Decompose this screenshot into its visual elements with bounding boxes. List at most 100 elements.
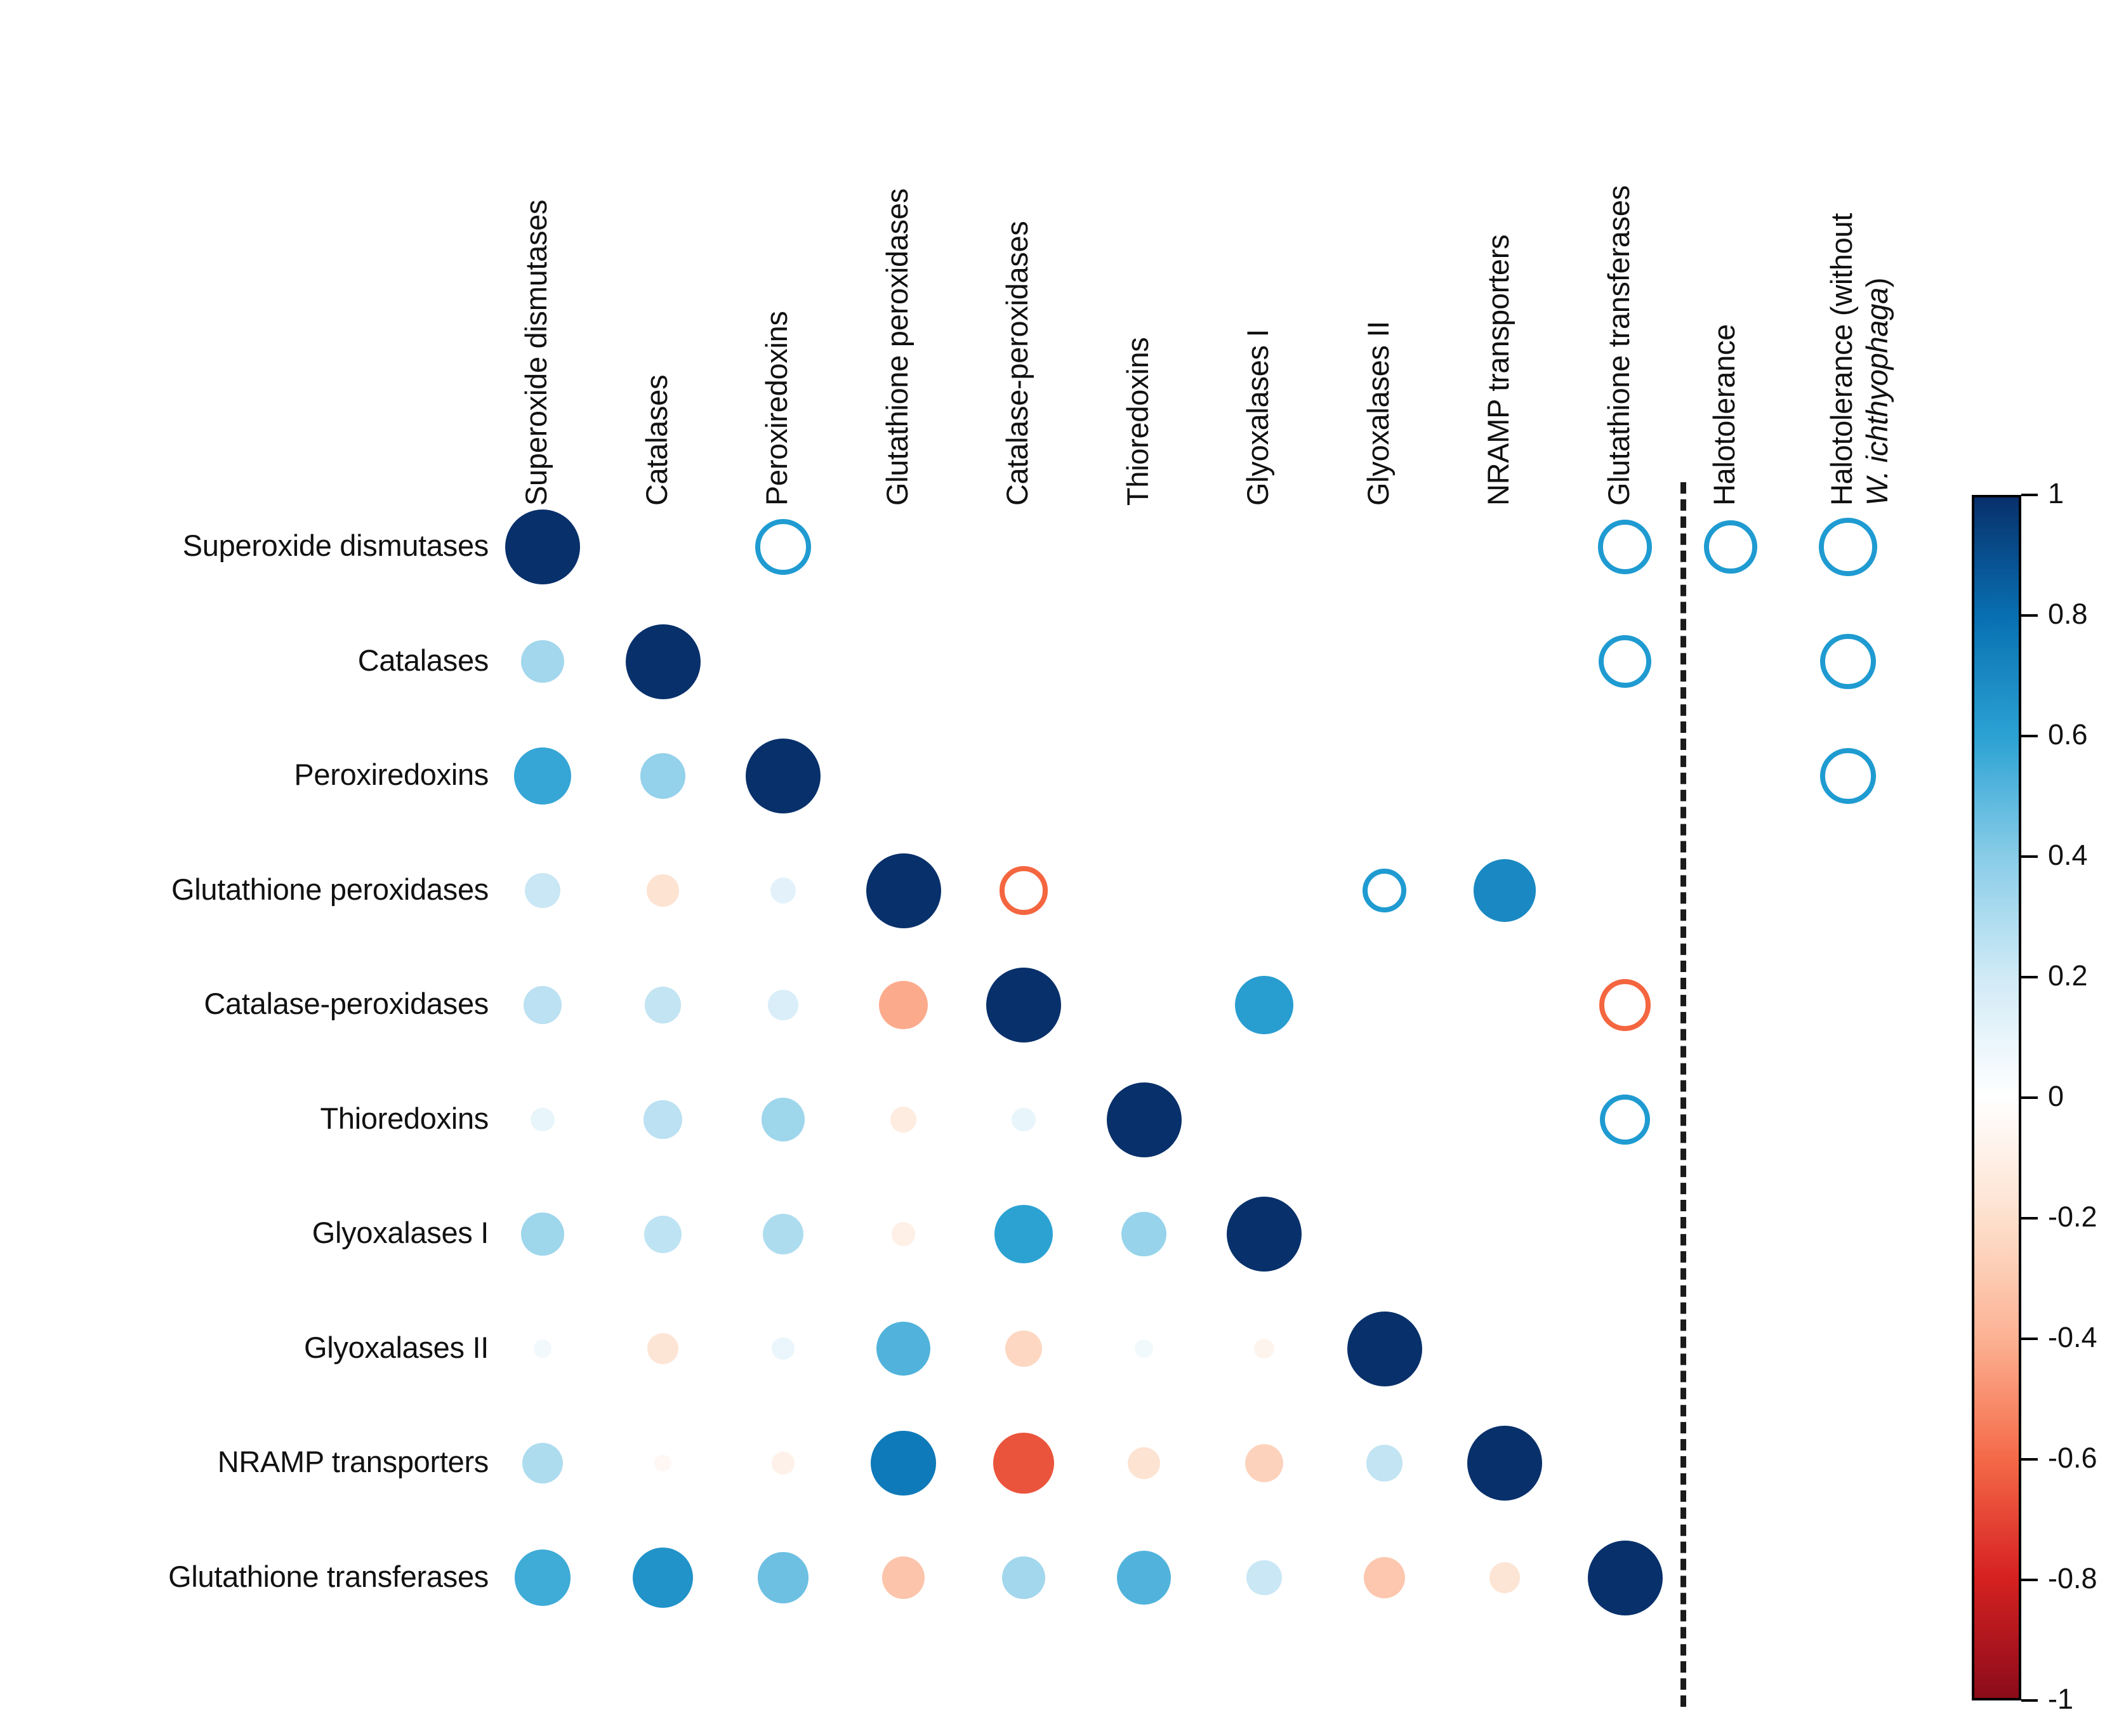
colorbar-tick-label-8: -0.6 bbox=[2048, 1442, 2097, 1474]
matrix-cell-r9-c9 bbox=[1587, 1540, 1663, 1615]
colorbar-tick-0 bbox=[2021, 494, 2038, 496]
matrix-cell-r5-c5 bbox=[1106, 1082, 1182, 1157]
matrix-cell-r9-c6 bbox=[1246, 1560, 1282, 1596]
matrix-cell-r3-c7 bbox=[1362, 868, 1407, 913]
matrix-cell-r8-c0 bbox=[522, 1442, 564, 1484]
matrix-cell-r3-c4 bbox=[999, 866, 1048, 915]
matrix-cell-r7-c3 bbox=[876, 1321, 931, 1376]
matrix-cell-r9-c4 bbox=[1002, 1556, 1045, 1600]
section-divider-dashed-line bbox=[1680, 482, 1686, 1707]
column-label-3: Glutathione peroxidases bbox=[880, 188, 914, 506]
column-label-7: Glyoxalases II bbox=[1361, 321, 1395, 506]
matrix-cell-r5-c1 bbox=[644, 1100, 682, 1139]
matrix-cell-r0-c11 bbox=[1819, 518, 1877, 576]
matrix-cell-r2-c1 bbox=[640, 753, 686, 799]
matrix-cell-r4-c0 bbox=[523, 985, 562, 1025]
matrix-cell-r3-c3 bbox=[866, 853, 941, 928]
row-label-5: Thioredoxins bbox=[320, 1101, 489, 1135]
matrix-cell-r5-c2 bbox=[761, 1098, 805, 1141]
colorbar-tick-5 bbox=[2021, 1096, 2038, 1099]
matrix-cell-r6-c1 bbox=[644, 1215, 682, 1253]
matrix-cell-r8-c3 bbox=[871, 1430, 936, 1496]
matrix-cell-r6-c0 bbox=[520, 1212, 565, 1256]
matrix-cell-r2-c2 bbox=[746, 739, 821, 813]
colorbar-tick-label-6: -0.2 bbox=[2048, 1200, 2097, 1233]
colorbar-tick-9 bbox=[2021, 1579, 2038, 1581]
colorbar-gradient bbox=[1972, 495, 2021, 1700]
matrix-cell-r1-c1 bbox=[625, 624, 701, 699]
matrix-cell-r4-c9 bbox=[1599, 979, 1651, 1031]
column-label-6: Glyoxalases I bbox=[1241, 329, 1274, 506]
matrix-cell-r8-c1 bbox=[654, 1454, 671, 1472]
matrix-cell-r4-c2 bbox=[768, 990, 798, 1020]
column-label-halotolerance-without-species: W. ichthyophaga) bbox=[1859, 278, 1894, 506]
matrix-cell-r6-c2 bbox=[762, 1213, 804, 1255]
matrix-cell-r2-c0 bbox=[514, 747, 571, 805]
colorbar-tick-label-1: 0.8 bbox=[2048, 598, 2088, 630]
matrix-cell-r8-c7 bbox=[1366, 1445, 1403, 1482]
colorbar-tick-1 bbox=[2021, 614, 2038, 617]
column-label-8: NRAMP transporters bbox=[1481, 234, 1515, 506]
matrix-cell-r8-c6 bbox=[1244, 1443, 1284, 1483]
column-label-0: Superoxide dismutases bbox=[519, 199, 553, 506]
matrix-cell-r5-c4 bbox=[1012, 1107, 1036, 1132]
column-label-4: Catalase-peroxidases bbox=[1000, 221, 1034, 506]
column-label-5: Thioredoxins bbox=[1120, 337, 1154, 506]
column-label-1: Catalases bbox=[639, 374, 673, 506]
matrix-cell-r4-c4 bbox=[986, 968, 1061, 1042]
row-label-8: NRAMP transporters bbox=[217, 1445, 489, 1478]
colorbar-tick-7 bbox=[2021, 1338, 2038, 1340]
matrix-cell-r5-c3 bbox=[890, 1107, 916, 1133]
matrix-cell-r1-c9 bbox=[1598, 635, 1652, 688]
column-label-2: Peroxiredoxins bbox=[760, 311, 793, 506]
colorbar-tick-label-10: -1 bbox=[2048, 1683, 2074, 1715]
row-label-6: Glyoxalases I bbox=[312, 1216, 489, 1249]
row-label-1: Catalases bbox=[357, 643, 489, 677]
row-label-3: Glutathione peroxidases bbox=[171, 872, 489, 906]
colorbar-tick-label-4: 0.2 bbox=[2048, 959, 2088, 992]
matrix-cell-r8-c4 bbox=[993, 1433, 1054, 1494]
matrix-cell-r9-c0 bbox=[514, 1549, 571, 1606]
column-label-10: Halotolerance bbox=[1707, 324, 1741, 506]
matrix-cell-r3-c0 bbox=[525, 872, 560, 909]
column-label-halotolerance-without-line1: Halotolerance (without bbox=[1825, 213, 1858, 506]
colorbar-tick-label-9: -0.8 bbox=[2048, 1562, 2097, 1595]
matrix-cell-r7-c7 bbox=[1347, 1311, 1422, 1386]
row-label-9: Glutathione transferases bbox=[168, 1559, 489, 1593]
colorbar-tick-label-5: 0 bbox=[2048, 1080, 2064, 1112]
matrix-cell-r0-c2 bbox=[755, 519, 811, 575]
colorbar-tick-4 bbox=[2021, 976, 2038, 978]
matrix-cell-r3-c1 bbox=[647, 874, 679, 907]
paren-close: ) bbox=[1860, 277, 1894, 288]
matrix-cell-r8-c8 bbox=[1467, 1426, 1542, 1501]
matrix-cell-r7-c5 bbox=[1135, 1339, 1153, 1358]
matrix-cell-r7-c1 bbox=[647, 1333, 678, 1364]
matrix-cell-r0-c0 bbox=[505, 510, 580, 584]
matrix-cell-r9-c1 bbox=[632, 1547, 694, 1608]
matrix-cell-r2-c11 bbox=[1820, 748, 1876, 804]
colorbar-tick-label-0: 1 bbox=[2048, 477, 2064, 510]
matrix-cell-r1-c11 bbox=[1820, 633, 1876, 690]
matrix-cell-r0-c9 bbox=[1597, 520, 1653, 574]
matrix-cell-r9-c3 bbox=[882, 1556, 925, 1599]
matrix-cell-r6-c3 bbox=[891, 1222, 916, 1246]
matrix-cell-r8-c5 bbox=[1128, 1447, 1160, 1480]
colorbar-tick-3 bbox=[2021, 855, 2038, 858]
matrix-cell-r8-c2 bbox=[772, 1452, 795, 1475]
matrix-cell-r9-c8 bbox=[1489, 1562, 1521, 1593]
matrix-cell-r7-c0 bbox=[533, 1339, 552, 1358]
matrix-cell-r0-c10 bbox=[1704, 520, 1757, 574]
column-label-9: Glutathione transferases bbox=[1601, 185, 1635, 506]
matrix-cell-r5-c0 bbox=[531, 1107, 555, 1132]
matrix-cell-r5-c9 bbox=[1599, 1094, 1651, 1145]
matrix-cell-r7-c2 bbox=[772, 1337, 795, 1360]
matrix-cell-r4-c3 bbox=[879, 980, 928, 1030]
column-label-11: Halotolerance (without bbox=[1824, 213, 1859, 506]
colorbar-tick-8 bbox=[2021, 1458, 2038, 1461]
species-name-italic: W. ichthyophaga bbox=[1860, 287, 1894, 506]
row-label-0: Superoxide dismutases bbox=[182, 529, 489, 562]
matrix-cell-r4-c1 bbox=[644, 987, 682, 1023]
matrix-cell-r7-c4 bbox=[1005, 1330, 1042, 1367]
matrix-cell-r6-c4 bbox=[994, 1205, 1053, 1263]
